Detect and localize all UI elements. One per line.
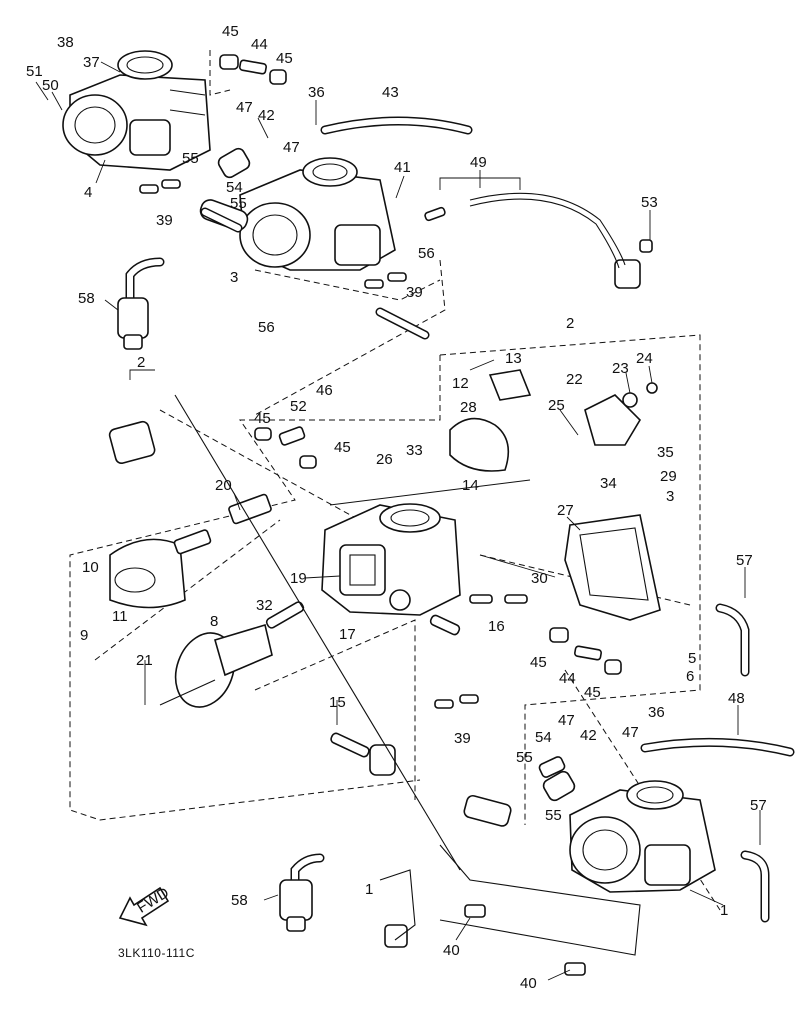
- fittings: [117, 147, 576, 932]
- callout-53: 53: [641, 194, 658, 211]
- callout-45: 45: [254, 410, 271, 427]
- callout-8: 8: [210, 613, 218, 630]
- callout-24: 24: [636, 350, 653, 367]
- callout-55: 55: [230, 195, 247, 212]
- drawing-code: 3LK110-111C: [118, 946, 195, 960]
- callout-23: 23: [612, 360, 629, 377]
- callout-11: 11: [112, 608, 128, 625]
- float-chamber-cover: [564, 514, 661, 621]
- callout-48: 48: [728, 690, 745, 707]
- callout-54: 54: [226, 179, 243, 196]
- callout-44: 44: [251, 36, 268, 53]
- callout-34: 34: [600, 475, 617, 492]
- carburetor-top-left: [62, 50, 211, 171]
- callout-58: 58: [231, 892, 248, 909]
- callout-37: 37: [83, 54, 100, 71]
- callout-10: 10: [82, 559, 99, 576]
- leader-lines: [35, 61, 761, 981]
- callout-45: 45: [584, 684, 601, 701]
- vacuum-chamber-parts: [109, 493, 305, 708]
- callout-21: 21: [136, 652, 153, 669]
- callout-15: 15: [329, 694, 346, 711]
- callout-1: 1: [365, 881, 373, 898]
- callout-45: 45: [222, 23, 239, 40]
- callout-42: 42: [258, 107, 275, 124]
- callout-52: 52: [290, 398, 307, 415]
- callout-39: 39: [454, 730, 471, 747]
- callout-49: 49: [470, 154, 487, 171]
- callout-36: 36: [648, 704, 665, 721]
- callout-54: 54: [535, 729, 552, 746]
- carburetor-center: [321, 503, 461, 616]
- callout-44: 44: [559, 670, 576, 687]
- callout-46: 46: [316, 382, 333, 399]
- callout-20: 20: [215, 477, 232, 494]
- forward-arrow-label: FWD: [134, 884, 172, 917]
- callout-28: 28: [460, 399, 477, 416]
- throttle-parts: [449, 369, 658, 472]
- small-hardware: [108, 54, 653, 976]
- callout-labels: 38 37 45 44 45 51 50 47 42 36 43 47 55 4…: [26, 23, 767, 992]
- callout-45: 45: [276, 50, 293, 67]
- callout-26: 26: [376, 451, 393, 468]
- hoses-and-links: [125, 116, 795, 956]
- callout-40: 40: [520, 975, 537, 992]
- callout-38: 38: [57, 34, 74, 51]
- callout-45: 45: [334, 439, 351, 456]
- callout-51: 51: [26, 63, 43, 80]
- callout-47: 47: [236, 99, 253, 116]
- callout-2: 2: [566, 315, 574, 332]
- callout-3: 3: [666, 488, 674, 505]
- callout-2: 2: [137, 354, 145, 371]
- callout-39: 39: [156, 212, 173, 229]
- callout-45: 45: [530, 654, 547, 671]
- callout-3: 3: [230, 269, 238, 286]
- callout-19: 19: [290, 570, 307, 587]
- callout-25: 25: [548, 397, 565, 414]
- callout-35: 35: [657, 444, 674, 461]
- callout-30: 30: [531, 570, 548, 587]
- callout-43: 43: [382, 84, 399, 101]
- forward-arrow: FWD: [118, 884, 172, 927]
- callout-55: 55: [182, 150, 199, 167]
- carburetor-bottom-right: [569, 780, 716, 893]
- callout-50: 50: [42, 77, 59, 94]
- callout-36: 36: [308, 84, 325, 101]
- assembly-outlines: [69, 50, 721, 911]
- callout-29: 29: [660, 468, 677, 485]
- callout-17: 17: [339, 626, 356, 643]
- callout-47: 47: [558, 712, 575, 729]
- callout-55: 55: [516, 749, 533, 766]
- callout-9: 9: [80, 627, 88, 644]
- callout-57: 57: [750, 797, 767, 814]
- callout-42: 42: [580, 727, 597, 744]
- callout-57: 57: [736, 552, 753, 569]
- callout-47: 47: [622, 724, 639, 741]
- callout-4: 4: [84, 184, 92, 201]
- callout-6: 6: [686, 668, 694, 685]
- callout-1: 1: [720, 902, 728, 919]
- callout-14: 14: [462, 477, 479, 494]
- callout-5: 5: [688, 650, 696, 667]
- callout-12: 12: [452, 375, 469, 392]
- callout-32: 32: [256, 597, 273, 614]
- callout-56: 56: [418, 245, 435, 262]
- callout-55: 55: [545, 807, 562, 824]
- callout-47: 47: [283, 139, 300, 156]
- callout-56: 56: [258, 319, 275, 336]
- callout-16: 16: [488, 618, 505, 635]
- carburetor-top-middle: [199, 157, 396, 271]
- callout-41: 41: [394, 159, 411, 176]
- callout-39: 39: [406, 284, 423, 301]
- callout-58: 58: [78, 290, 95, 307]
- callout-13: 13: [505, 350, 522, 367]
- callout-27: 27: [557, 502, 574, 519]
- callout-40: 40: [443, 942, 460, 959]
- callout-33: 33: [406, 442, 423, 459]
- callout-22: 22: [566, 371, 583, 388]
